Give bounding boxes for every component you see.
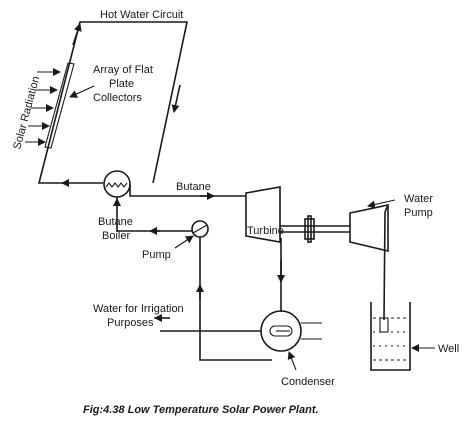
collectors-label-1: Array of Flat [93, 64, 153, 76]
irrigation-label-1: Water for Irrigation [93, 303, 184, 315]
water-pump-label-2: Pump [404, 207, 433, 219]
condenser-to-pump-line [199, 237, 272, 361]
well [370, 302, 411, 371]
drive-shaft [280, 215, 350, 243]
hot-water-loop [37, 21, 188, 184]
figure-caption: Fig:4.38 Low Temperature Solar Power Pla… [83, 404, 319, 416]
butane-boiler-label-1: Butane [98, 216, 133, 228]
well-suction-pipe [383, 204, 389, 321]
collector-leader-line [69, 85, 95, 98]
solar-radiation-arrows [25, 68, 61, 146]
pump-label: Pump [142, 249, 171, 261]
water-pump-leader [367, 199, 396, 209]
water-pump [349, 204, 389, 253]
turbine [245, 186, 281, 243]
butane-boiler-label-2: Boiler [102, 230, 130, 242]
solar-radiation-label: Solar Radiation [11, 75, 42, 151]
boiler-coil [105, 182, 128, 188]
water-pump-label-1: Water [404, 193, 433, 205]
collectors-label-2: Plate [109, 78, 134, 90]
well-label: Well [438, 343, 459, 355]
hot-water-circuit [37, 21, 188, 187]
turbine-label: Turbine [247, 225, 284, 237]
hot-water-circuit-label: Hot Water Circuit [100, 9, 183, 21]
condenser-label-leader [287, 351, 297, 371]
hot-water-flow-arrow-left [72, 23, 82, 46]
collectors-label-3: Collectors [93, 92, 142, 104]
irrigation-label-2: Purposes [107, 317, 154, 329]
hot-water-flow-arrow-right [171, 84, 181, 113]
flat-plate-collector-array [44, 62, 75, 149]
butane-label: Butane [176, 181, 211, 193]
condenser-label: Condenser [281, 376, 335, 388]
pump-label-leader [174, 235, 194, 249]
feed-pump [191, 220, 209, 238]
condenser [260, 310, 302, 352]
pump-to-boiler-line [116, 197, 193, 232]
butane-boiler [103, 170, 131, 198]
